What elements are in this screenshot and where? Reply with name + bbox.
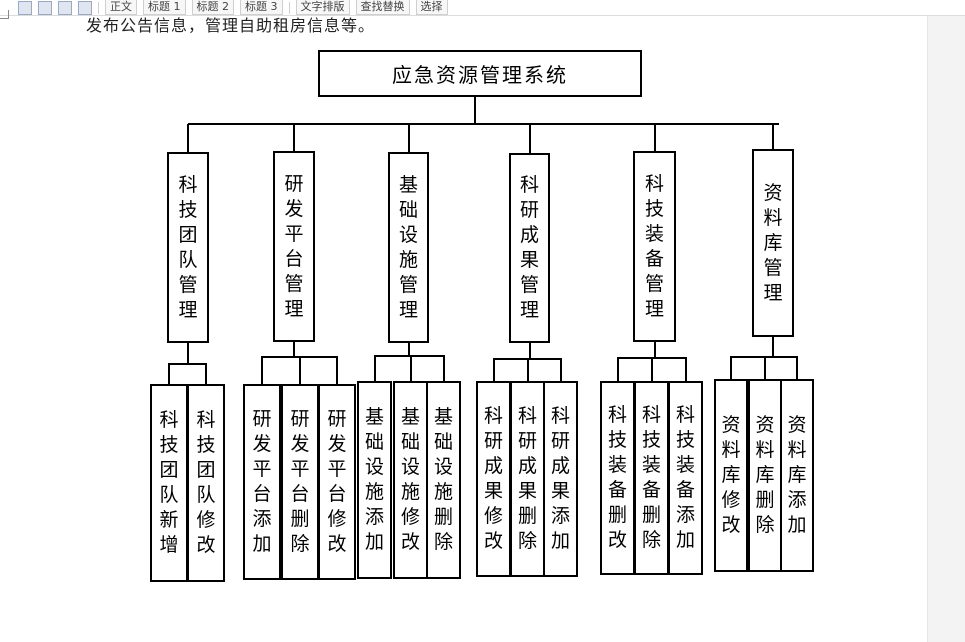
leaf-connector-line (616, 357, 619, 381)
style-heading3-button[interactable]: 标题 3 (240, 0, 283, 15)
branch-connector-line (528, 124, 531, 153)
leaf-connector-line (336, 356, 338, 384)
find-replace-button[interactable]: 查找替换 (355, 0, 410, 15)
leaf-node: 资料库添加 (780, 379, 814, 572)
leaf-node: 科研成果修改 (476, 381, 511, 577)
branch-node: 资料库管理 (752, 149, 794, 337)
leaf-node: 研发平台添加 (243, 384, 281, 580)
style-heading2-button[interactable]: 标题 2 (191, 0, 234, 15)
leaf-connector-line (684, 357, 687, 381)
branch-node: 科技装备管理 (633, 151, 676, 342)
branch-down-line (187, 342, 189, 363)
leaf-connector-line (764, 356, 766, 379)
align-left-icon[interactable] (18, 0, 32, 15)
leaf-connector-line (168, 363, 170, 384)
toolbar-divider (288, 1, 290, 14)
level2-bus-line (168, 363, 207, 365)
branch-node: 基础设施管理 (388, 152, 429, 343)
branch-down-line (293, 341, 295, 356)
leaf-connector-line (492, 358, 495, 381)
level2-bus-line (373, 355, 445, 357)
leaf-node: 资料库修改 (714, 379, 748, 572)
branch-connector-line (293, 124, 295, 151)
align-right-icon[interactable] (58, 0, 72, 15)
leaf-node: 基础设施修改 (393, 381, 428, 579)
leaf-node: 资料库删除 (748, 379, 782, 572)
branch-connector-line (772, 124, 774, 149)
style-heading1-button[interactable]: 标题 1 (143, 0, 186, 15)
root-connector-line (474, 96, 476, 124)
branch-node: 研发平台管理 (273, 151, 315, 342)
text-layout-button[interactable]: 文字排版 (295, 0, 350, 15)
leaf-connector-line (650, 357, 653, 381)
vertical-scrollbar[interactable] (927, 16, 965, 642)
leaf-node: 科技装备删除 (634, 381, 669, 575)
justify-icon[interactable] (78, 0, 92, 15)
leaf-connector-line (373, 355, 376, 381)
leaf-connector-line (796, 356, 798, 379)
leaf-node: 研发平台修改 (318, 384, 356, 580)
leaf-connector-line (526, 358, 529, 381)
leaf-node: 科技装备添加 (668, 381, 703, 575)
leaf-node: 科研成果添加 (543, 381, 578, 577)
branch-connector-line (407, 124, 410, 152)
level1-bus-line (188, 123, 779, 125)
toolbar-divider (98, 1, 99, 14)
leaf-node: 科技团队修改 (187, 384, 225, 582)
leaf-connector-line (559, 358, 562, 381)
leaf-node: 研发平台删除 (281, 384, 319, 580)
branch-connector-line (653, 124, 656, 151)
leaf-node: 科技团队新增 (150, 384, 188, 582)
style-normal-button[interactable]: 正文 (105, 0, 137, 15)
leaf-node: 科技装备删改 (600, 381, 635, 575)
align-center-icon[interactable] (38, 0, 52, 15)
leaf-node: 基础设施删除 (426, 381, 461, 579)
branch-down-line (528, 342, 531, 358)
branch-down-line (407, 342, 410, 355)
select-button[interactable]: 选择 (415, 0, 448, 15)
leaf-node: 科研成果删除 (510, 381, 545, 577)
leaf-connector-line (261, 356, 263, 384)
diagram-root-node: 应急资源管理系统 (318, 50, 642, 97)
page-corner-mark (0, 10, 9, 19)
branch-down-line (772, 336, 774, 356)
editor-toolbar: 正文 标题 1 标题 2 标题 3 文字排版 查找替换 选择 (0, 0, 965, 16)
leaf-node: 基础设施添加 (357, 381, 392, 579)
leaf-connector-line (205, 363, 207, 384)
leaf-connector-line (409, 355, 412, 381)
document-paragraph: 发布公告信息，管理自助租房信息等。 (86, 16, 376, 35)
branch-connector-line (187, 124, 189, 152)
leaf-connector-line (299, 356, 301, 384)
branch-node: 科技团队管理 (167, 152, 209, 343)
branch-node: 科研成果管理 (509, 153, 550, 343)
leaf-connector-line (730, 356, 732, 379)
branch-down-line (653, 341, 656, 357)
leaf-connector-line (442, 355, 445, 381)
